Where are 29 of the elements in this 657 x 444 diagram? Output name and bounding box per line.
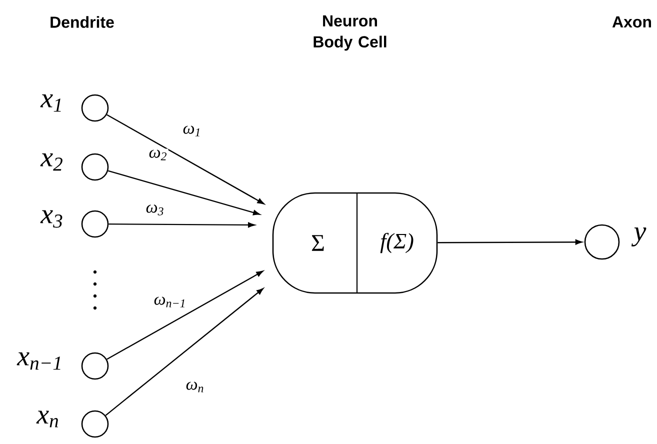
heading: Neuron Body Cell (314, 15, 386, 51)
input-circle (81, 410, 109, 438)
weight-label: ω$_{n−1}$ (152, 296, 188, 308)
arrow (438, 240, 582, 245)
variable-label: x$_{3}$ (40, 210, 62, 228)
arrow (108, 222, 255, 228)
weight-label: ω$_{3}$ (144, 204, 166, 216)
variable-label: x$_{n}$ (36, 410, 58, 428)
input-circle (81, 153, 109, 181)
input-circle (81, 210, 109, 238)
function-symbol: Σ (312, 235, 324, 251)
weight-label: ω$_{1}$ (182, 124, 202, 138)
arrow (106, 270, 264, 360)
heading: Axon (612, 16, 651, 28)
arrow (106, 114, 264, 204)
variable-label: y (631, 228, 646, 246)
variable-label: x$_{1}$ (40, 94, 61, 112)
heading: Dendrite (50, 16, 114, 28)
function-symbol: f(Σ) (380, 232, 414, 254)
arrow (108, 170, 260, 216)
weight-label: ω$_{n}$ (184, 380, 206, 394)
input-circle (81, 352, 109, 380)
input-circle (584, 224, 620, 260)
arrow (105, 288, 264, 416)
weight-label: ω$_{2}$ (148, 148, 168, 162)
neuron-body (272, 192, 438, 294)
input-circle (81, 94, 109, 122)
variable-label: x$_{n−1}$ (16, 352, 60, 370)
variable-label: x$_{2}$ (40, 153, 62, 171)
